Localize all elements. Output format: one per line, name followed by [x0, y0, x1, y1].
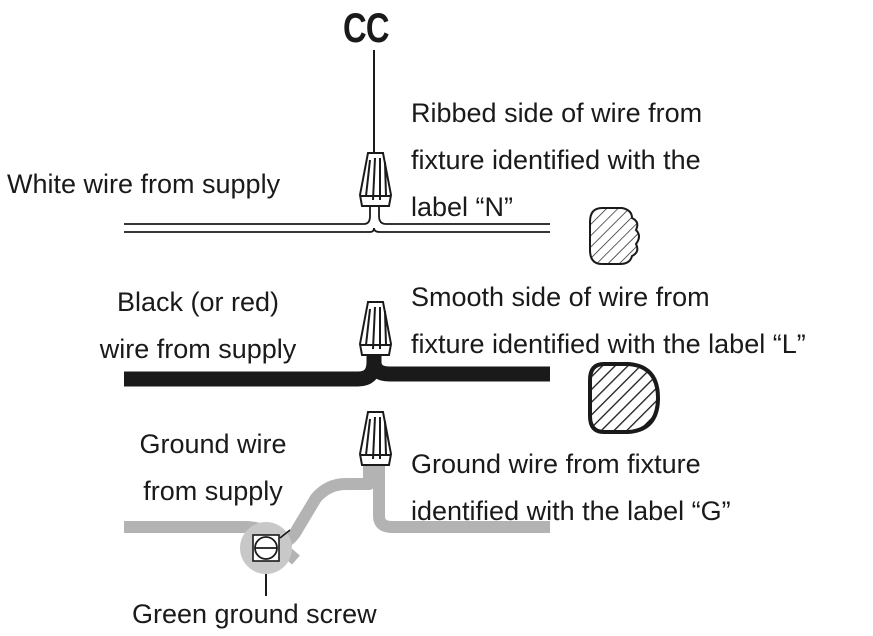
black-wire-nut [358, 301, 393, 356]
ribbed-wire-cross-section [589, 207, 640, 265]
diagram-title: CC [343, 4, 390, 51]
label-smooth-wire-fixture: Smooth side of wire from fixture identif… [411, 282, 806, 359]
smooth-wire-cross-section [588, 362, 661, 434]
label-white-wire-supply: White wire from supply [7, 169, 281, 199]
ground-screw-icon [240, 522, 292, 596]
label-ground-wire-fixture: Ground wire from fixture identified with… [411, 449, 731, 526]
label-black-wire-supply: Black (or red) wire from supply [99, 287, 297, 364]
label-ribbed-wire-fixture: Ribbed side of wire from fixture identif… [411, 98, 703, 222]
label-green-ground-screw: Green ground screw [132, 599, 377, 629]
white-wire-nut [358, 152, 393, 207]
ground-wire-nut [358, 411, 393, 466]
white-wire [124, 205, 550, 233]
label-ground-wire-supply: Ground wire from supply [139, 429, 287, 506]
